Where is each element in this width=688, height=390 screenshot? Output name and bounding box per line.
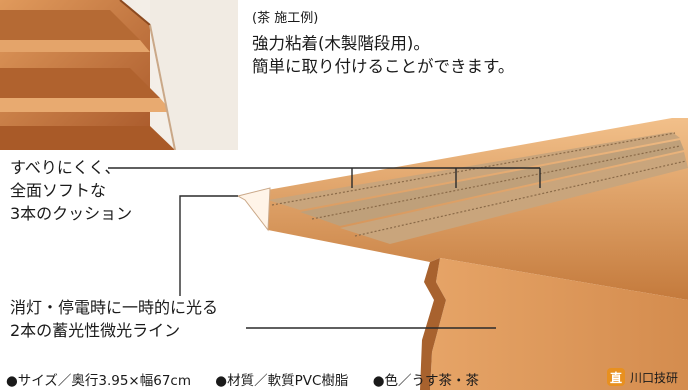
installation-photo: [0, 0, 238, 150]
cushion-strip: [340, 152, 688, 244]
brand: 直 川口技研: [606, 368, 678, 386]
nosing-front: [430, 258, 688, 390]
callout-glow-line-1: 消灯・停電時に一時的に光る: [10, 298, 219, 317]
caption-line-2: 簡単に取り付けることができます。: [252, 57, 515, 76]
callout-cushion: すべりにくく、 全面ソフトな 3本のクッション: [10, 156, 132, 225]
callout-cushion-line-2: 全面ソフトな: [10, 181, 107, 200]
brand-name: 川口技研: [629, 370, 678, 385]
product-specs: ●サイズ／奥行3.95×幅67cm ●材質／軟質PVC樹脂 ●色／うす茶・茶: [6, 369, 499, 389]
cushion-strip: [268, 132, 680, 210]
callout-cushion-line-3: 3本のクッション: [10, 204, 133, 223]
brand-logo-icon: 直: [606, 368, 625, 386]
spec-color: ●色／うす茶・茶: [372, 373, 479, 389]
installation-caption: (茶 施工例) 強力粘着(木製階段用)。 簡単に取り付けることができます。: [252, 10, 514, 78]
callout-leader-cushion: [108, 167, 541, 188]
spec-material: ●材質／軟質PVC樹脂: [215, 373, 349, 389]
callout-glow-line-2: 2本の蓄光性微光ライン: [10, 321, 181, 340]
callout-leader-glow: [179, 195, 496, 329]
cushion-strip: [300, 140, 684, 226]
brand-mark-text: 直: [609, 370, 622, 385]
spec-size: ●サイズ／奥行3.95×幅67cm: [6, 373, 191, 389]
caption-line-1: 強力粘着(木製階段用)。: [252, 34, 430, 53]
callout-glow: 消灯・停電時に一時的に光る 2本の蓄光性微光ライン: [10, 296, 218, 342]
callout-cushion-line-1: すべりにくく、: [10, 158, 121, 177]
caption-note: (茶 施工例): [252, 11, 319, 26]
